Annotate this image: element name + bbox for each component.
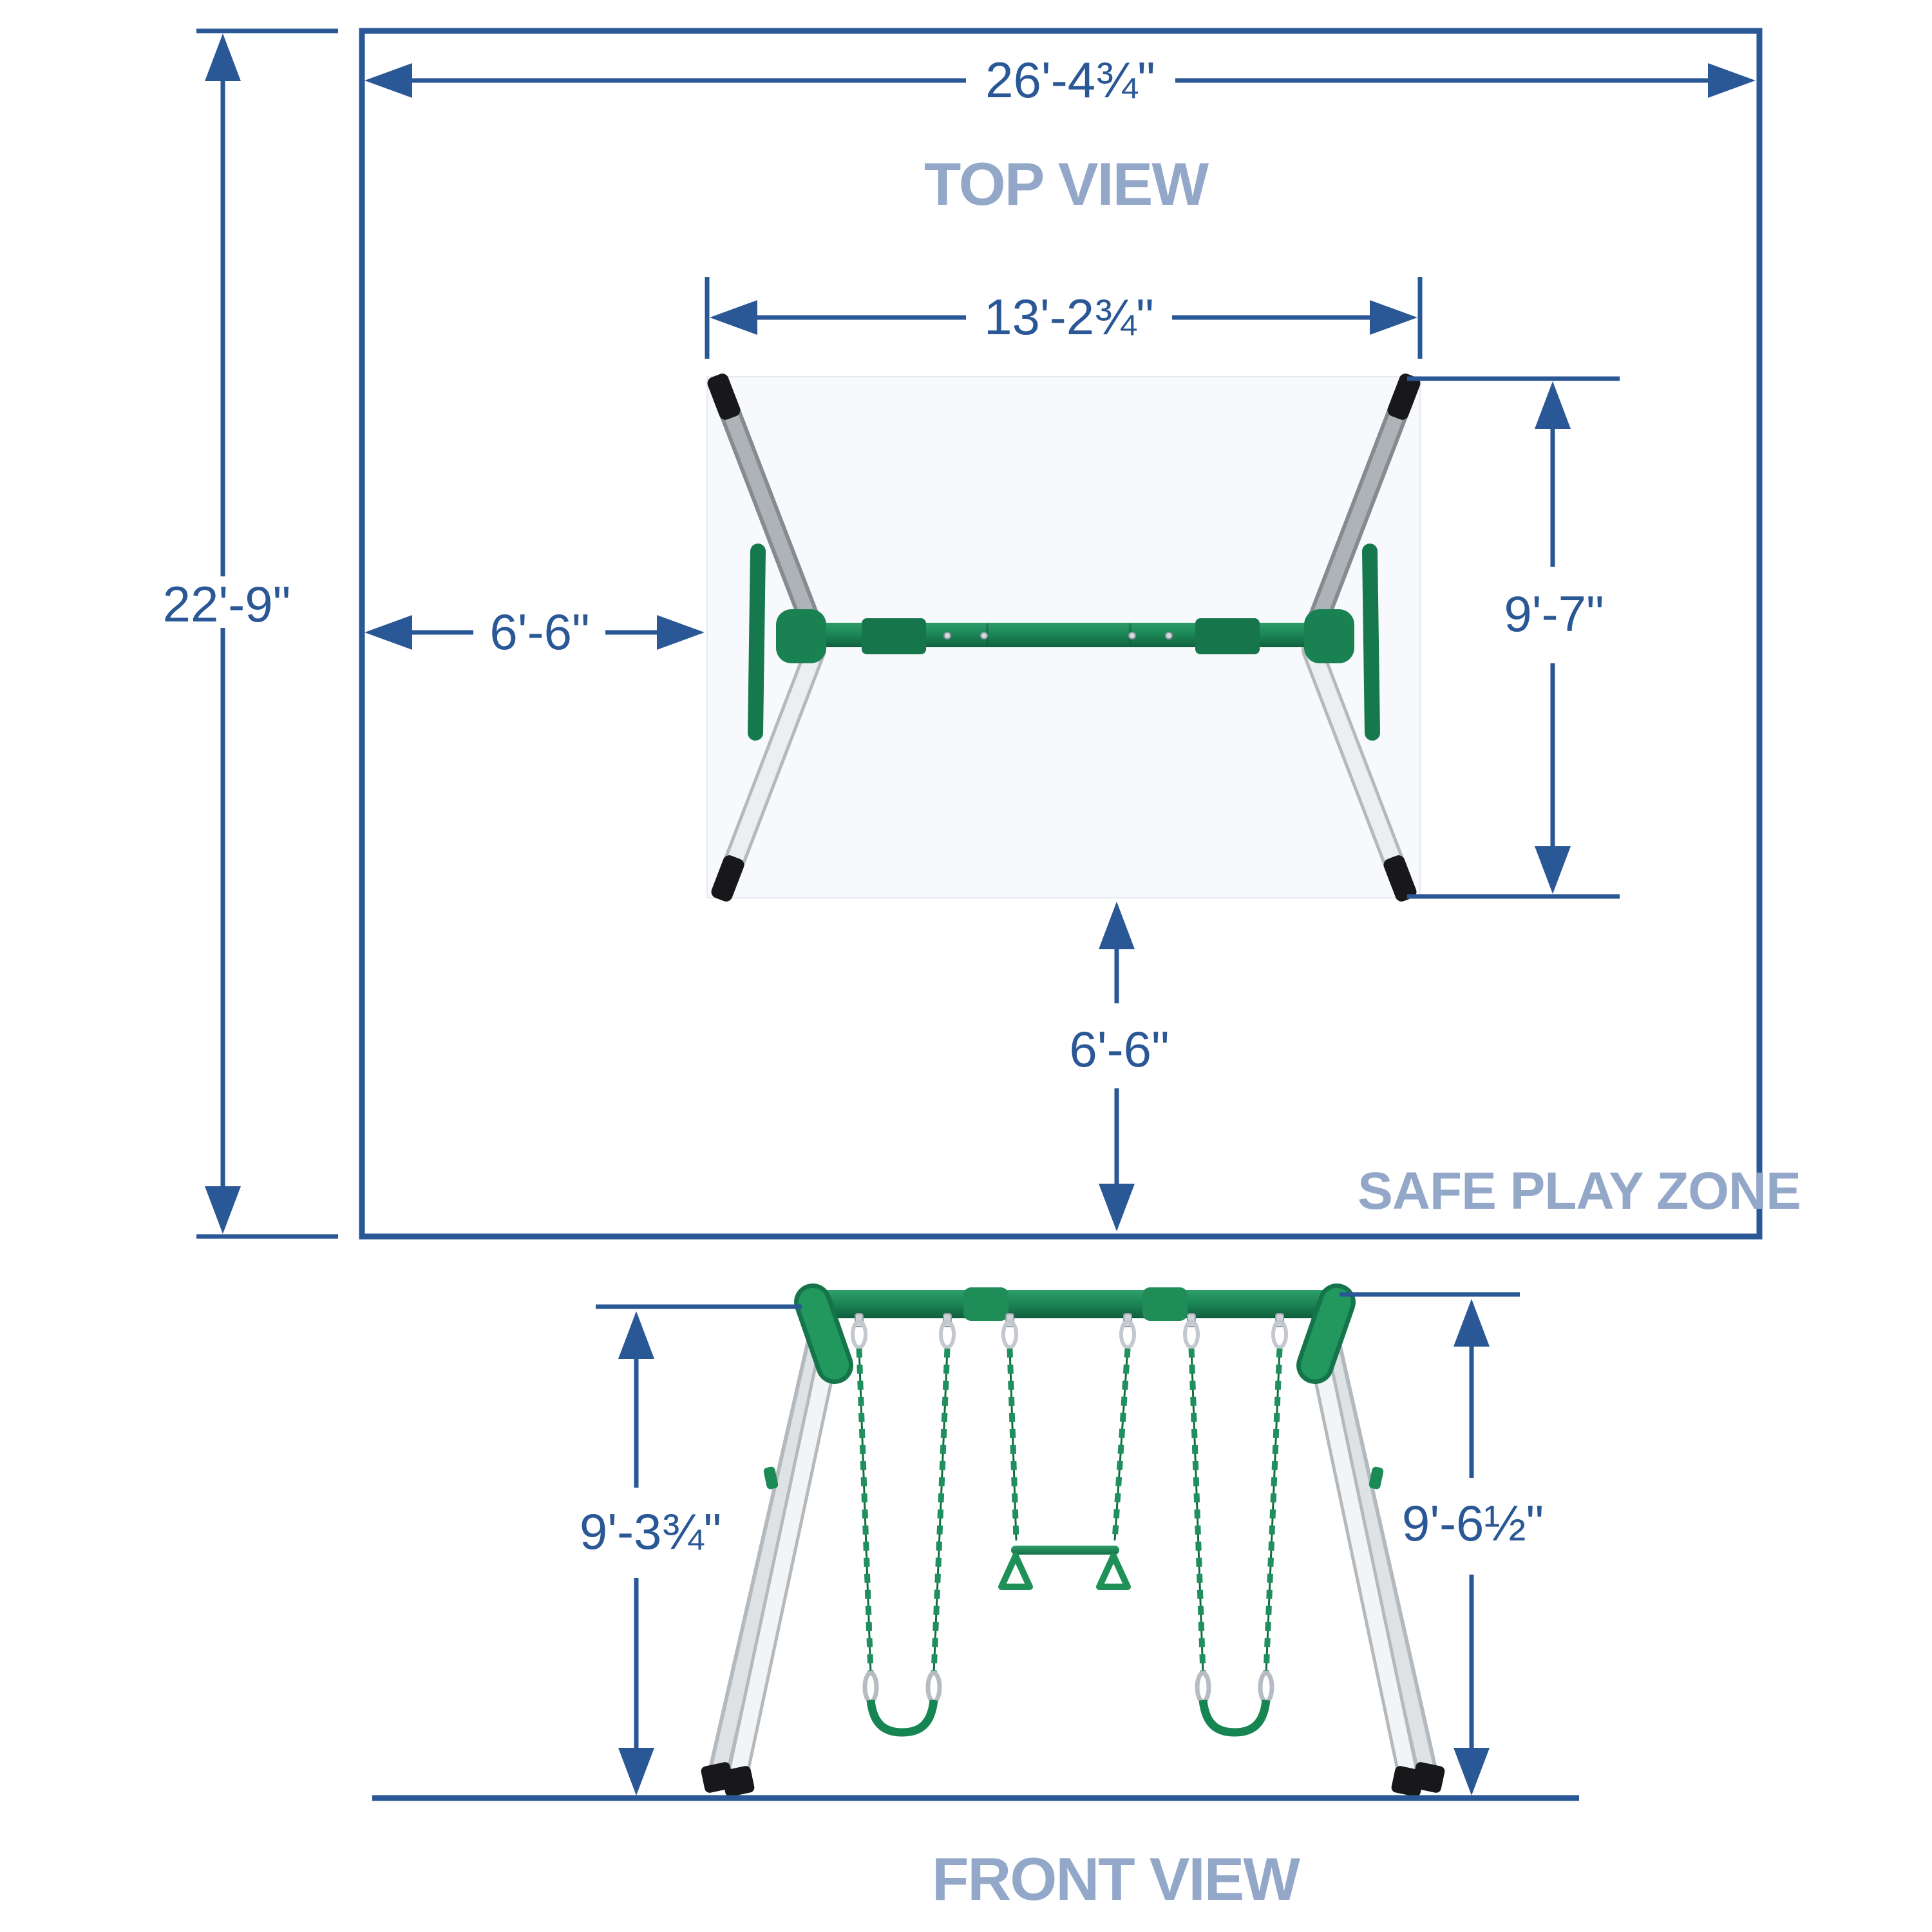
screw-icon xyxy=(980,632,988,639)
arrowhead-up-icon xyxy=(205,33,241,81)
dimension-label: 13'-2¾" xyxy=(984,289,1154,345)
screw-icon xyxy=(1165,632,1173,639)
foot-cap xyxy=(721,1766,755,1797)
beam-elbow-left-highlight xyxy=(799,1288,849,1379)
corner-tee-right xyxy=(1304,609,1354,663)
swing-seat-right xyxy=(1195,1671,1274,1737)
screw-icon xyxy=(1128,632,1136,639)
trapeze-ring-right xyxy=(1096,1553,1131,1590)
arrowhead-right-icon xyxy=(1708,63,1756,98)
top-view-title: TOP VIEW xyxy=(924,150,1209,218)
hanger-plate-right xyxy=(1195,618,1260,654)
foot-cap xyxy=(1383,855,1417,902)
foot-cap xyxy=(1387,374,1421,420)
chain xyxy=(1113,1348,1129,1541)
foot-cap xyxy=(1391,1766,1425,1797)
front-view: 9'-3¾" 9'-6½" FRONT VIEW xyxy=(372,1283,1579,1913)
dim-frame-depth: 9'-7" xyxy=(1407,376,1620,899)
beam-elbow-right-highlight xyxy=(1301,1288,1351,1379)
arrowhead-up-icon xyxy=(1454,1299,1490,1347)
carabiner-icon xyxy=(1119,1320,1136,1349)
safe-play-zone-label: SAFE PLAY ZONE xyxy=(1358,1162,1801,1220)
arrowhead-down-icon xyxy=(1099,1184,1135,1231)
leg-top-left-highlight xyxy=(717,390,822,641)
dimension-label: 9'-6½" xyxy=(1402,1495,1544,1551)
trapeze-ring-left xyxy=(998,1553,1033,1590)
arrowhead-down-icon xyxy=(1535,846,1571,894)
arrowhead-down-icon xyxy=(618,1748,654,1795)
leg-bottom-left-highlight xyxy=(720,643,823,886)
leg-clip xyxy=(1368,1466,1384,1490)
dim-frame-width: 13'-2¾" xyxy=(705,277,1423,359)
dim-overall-depth: 22'-9" xyxy=(163,28,338,1239)
arrowhead-up-icon xyxy=(1535,381,1571,429)
screw-icon xyxy=(943,632,951,639)
dimension-label: 6'-6" xyxy=(1069,1021,1169,1077)
safe-play-zone-rect xyxy=(359,28,1763,1240)
seat-strap xyxy=(1198,1700,1271,1737)
leg-bottom-right-highlight xyxy=(1305,643,1408,886)
dimension-label: 6'-6" xyxy=(489,603,589,660)
swing-set-top-view-image xyxy=(706,374,1421,902)
arrowhead-up-icon xyxy=(1099,902,1135,949)
carabiner-icon xyxy=(851,1320,867,1349)
front-view-title: FRONT VIEW xyxy=(932,1845,1300,1913)
chain xyxy=(931,1348,951,1674)
dim-overall-width: 26'-4¾" xyxy=(365,52,1756,108)
carabiner-icon xyxy=(1271,1320,1288,1349)
beam-sleeve xyxy=(963,1287,1009,1321)
leg-clip xyxy=(763,1466,779,1490)
dim-height-underside: 9'-3¾" xyxy=(580,1304,802,1795)
carabiner-icon xyxy=(939,1320,956,1349)
arrowhead-right-icon xyxy=(1370,300,1417,335)
side-brace-right xyxy=(1362,544,1380,741)
front-leg-right-highlight xyxy=(1309,1332,1416,1784)
dimension-label: 22'-9" xyxy=(163,576,291,632)
chain xyxy=(1009,1348,1018,1541)
dimension-label: 9'-7" xyxy=(1504,585,1604,642)
swing-seat-left xyxy=(862,1671,942,1737)
arrowhead-right-icon xyxy=(657,615,705,650)
seat-link-icon xyxy=(862,1671,879,1704)
front-leg-left-highlight xyxy=(730,1332,838,1784)
arrowhead-left-icon xyxy=(365,63,412,98)
seat-link-icon xyxy=(925,1671,942,1704)
seat-link-icon xyxy=(1195,1671,1211,1704)
corner-tee-left xyxy=(776,609,826,663)
swing-chains xyxy=(851,1313,1288,1674)
chain xyxy=(1263,1348,1283,1674)
trapeze-bar xyxy=(1011,1546,1119,1555)
dim-overall-height: 9'-6½" xyxy=(1340,1292,1544,1795)
foot-cap xyxy=(711,855,744,902)
chain xyxy=(856,1348,874,1674)
dim-front-clearance: 6'-6" xyxy=(1069,902,1170,1231)
dimension-label: 9'-3¾" xyxy=(580,1503,721,1560)
chain xyxy=(1188,1348,1206,1674)
leg-top-right-highlight xyxy=(1305,390,1411,641)
seat-link-icon xyxy=(1258,1671,1274,1704)
seat-strap xyxy=(866,1700,938,1737)
arrowhead-up-icon xyxy=(618,1311,654,1359)
arrowhead-down-icon xyxy=(1454,1748,1490,1795)
arrowhead-down-icon xyxy=(205,1186,241,1234)
rear-leg-right-highlight xyxy=(1321,1326,1434,1779)
beam-sleeve xyxy=(1142,1287,1188,1321)
top-view: TOP VIEW 26'-4¾" 22'-9" 13' xyxy=(163,28,1801,1240)
carabiner-icon xyxy=(1183,1320,1200,1349)
trapeze-assembly xyxy=(998,1546,1131,1590)
arrowhead-left-icon xyxy=(365,615,412,650)
foot-cap xyxy=(707,374,741,420)
front-beam xyxy=(804,1290,1346,1318)
side-brace-left xyxy=(748,544,766,741)
dimension-label: 26'-4¾" xyxy=(985,52,1155,108)
carabiner-icon xyxy=(1001,1320,1018,1349)
hanger-plate-left xyxy=(862,618,926,654)
arrowhead-left-icon xyxy=(710,300,757,335)
dim-side-clearance: 6'-6" xyxy=(365,603,705,660)
rear-leg-left-highlight xyxy=(712,1326,826,1779)
